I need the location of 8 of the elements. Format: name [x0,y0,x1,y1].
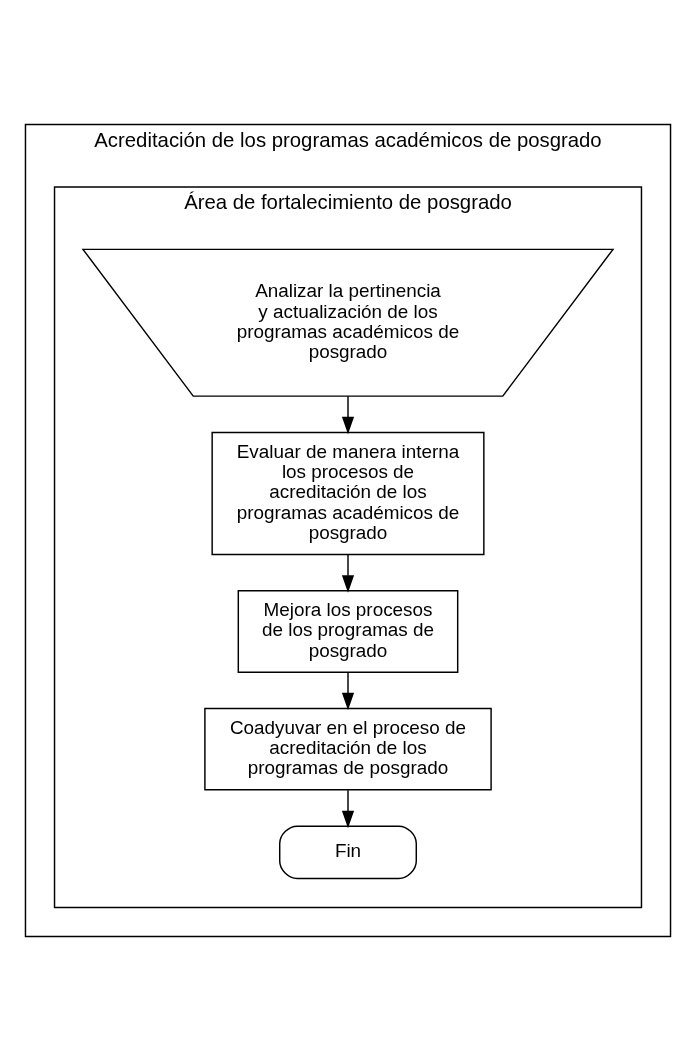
node-box: Evaluar de manera interna los procesos de acreditación de los programas académicos de posgrado [211,431,485,556]
arrow [341,553,355,593]
node-box: Fin [279,825,417,880]
node-box: Coadyuvar en el proceso de acreditación de los programas de posgrado [204,707,492,791]
arrow [341,789,355,829]
arrow [341,671,355,711]
node-box: Mejora los procesos de los programas de posgrado [237,590,459,673]
arrow [341,395,355,435]
